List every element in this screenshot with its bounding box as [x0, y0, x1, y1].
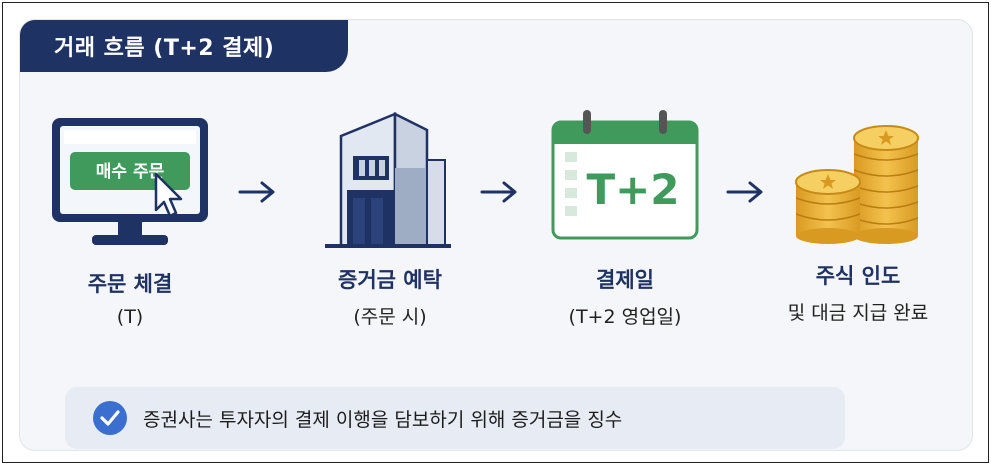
- arrow-right-icon: [238, 181, 275, 203]
- step-label-delivery: 주식 인도: [815, 264, 901, 288]
- calendar-icon: T+2: [551, 110, 699, 240]
- buy-order-button-label: 매수 주문: [96, 162, 165, 182]
- arrow-right-icon: [480, 181, 517, 203]
- computer-monitor-icon: 매수 주문: [52, 118, 208, 245]
- step-sub-settlement: (T+2 영업일): [568, 306, 682, 328]
- step-settlement-date: T+2 결제일 (T+2 영업일): [536, 108, 714, 329]
- flow-card: 거래 흐름 (T+2 결제) 매수 주문 주문 체결 (T): [19, 19, 973, 451]
- note-box: 증권사는 투자자의 결제 이행을 담보하기 위해 증거금을 징수: [65, 387, 845, 449]
- step-label-margin: 증거금 예탁: [338, 268, 442, 292]
- note-text: 증권사는 투자자의 결제 이행을 담보하기 위해 증거금을 징수: [143, 408, 623, 431]
- step-sub-margin: (주문 시): [353, 306, 427, 328]
- step-sub-order: (T): [116, 306, 144, 328]
- calendar-t-plus-2-text: T+2: [586, 165, 679, 214]
- step-sub-delivery: 및 대금 지급 완료: [787, 302, 929, 324]
- checkmark-icon: [93, 401, 127, 435]
- page-title: 거래 흐름 (T+2 결제): [54, 36, 275, 61]
- step-label-settlement: 결제일: [596, 268, 654, 292]
- step-order-execution: 매수 주문 주문 체결 (T): [48, 116, 212, 328]
- arrow-right-icon: [726, 181, 763, 203]
- coin-stacks-icon: [795, 125, 919, 244]
- step-margin-deposit: 증거금 예탁 (주문 시): [292, 108, 488, 329]
- cursor-icon: [154, 172, 183, 218]
- step-stock-delivery: 주식 인도 및 대금 지급 완료: [760, 108, 956, 325]
- bank-building-icon: [325, 111, 451, 248]
- title-banner: 거래 흐름 (T+2 결제): [20, 20, 348, 72]
- step-label-order: 주문 체결: [87, 272, 173, 296]
